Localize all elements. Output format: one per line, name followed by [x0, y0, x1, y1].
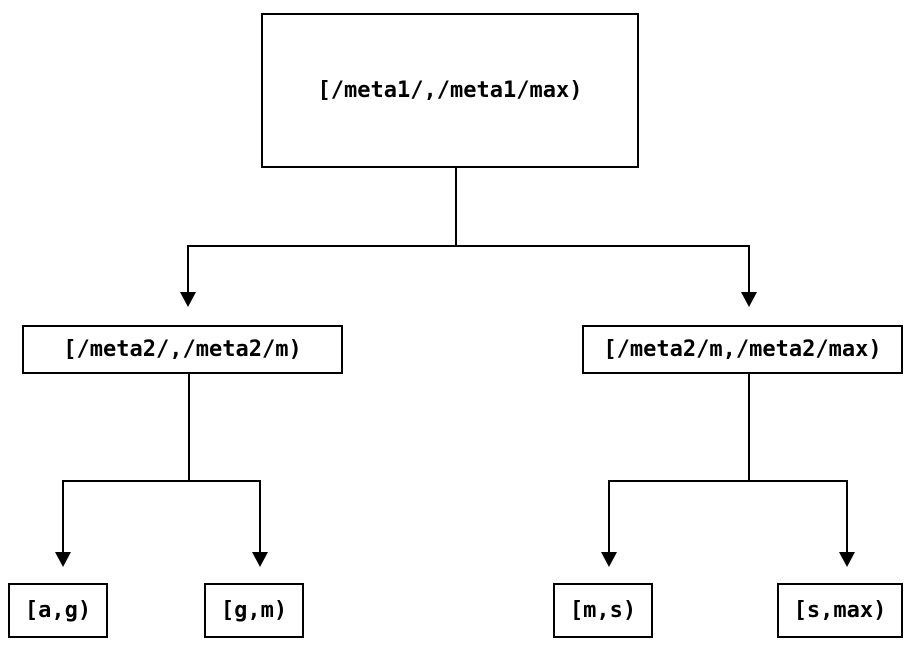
tree-leaf-a-g: [a,g) [8, 583, 108, 638]
tree-node-meta2-left: [/meta2/,/meta2/m) [22, 325, 343, 374]
tree-leaf-m-s: [m,s) [553, 583, 653, 638]
tree-leaf-s-max: [s,max) [777, 583, 903, 638]
edge-root-crossbar [187, 245, 750, 293]
arrowhead-to-left-subtree [180, 292, 196, 307]
tree-node-meta2-right-label: [/meta2/m,/meta2/max) [603, 336, 882, 362]
arrowhead-to-leaf-gm [252, 552, 268, 567]
arrowhead-to-right-subtree [741, 292, 757, 307]
arrowhead-to-leaf-ms [601, 552, 617, 567]
tree-leaf-s-max-label: [s,max) [793, 597, 887, 623]
edge-left-subtree-crossbar [62, 480, 261, 553]
tree-node-meta2-left-label: [/meta2/,/meta2/m) [63, 336, 302, 362]
arrowhead-to-leaf-ag [55, 552, 71, 567]
arrowhead-to-leaf-smax [839, 552, 855, 567]
edge-right-subtree-crossbar [608, 480, 848, 553]
tree-leaf-g-m: [g,m) [204, 583, 304, 638]
tree-node-root: [/meta1/,/meta1/max) [261, 13, 639, 168]
tree-node-meta2-right: [/meta2/m,/meta2/max) [582, 325, 903, 374]
tree-leaf-m-s-label: [m,s) [569, 597, 637, 623]
tree-node-root-label: [/meta1/,/meta1/max) [317, 77, 583, 103]
tree-leaf-a-g-label: [a,g) [24, 597, 92, 623]
tree-leaf-g-m-label: [g,m) [220, 597, 288, 623]
